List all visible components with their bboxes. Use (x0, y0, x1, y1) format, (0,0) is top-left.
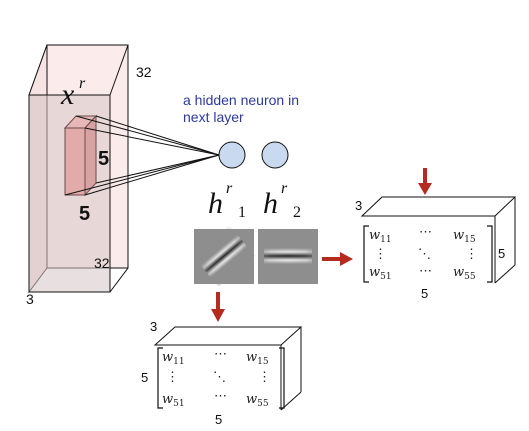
neuron-label-h2: h r 2 (263, 180, 301, 221)
svg-text:w51: w51 (369, 265, 392, 282)
svg-text:⋯: ⋯ (214, 347, 227, 362)
receptive-field-size-label: 5 (98, 148, 109, 170)
tensor2-depth-label: 3 (150, 319, 157, 334)
tensor1-rows-label: 5 (498, 246, 505, 261)
svg-text:⋯: ⋯ (214, 389, 227, 404)
volume-edge (109, 44, 129, 96)
neuron-caption-line1: a hidden neuron in (183, 92, 299, 108)
svg-text:⋮: ⋮ (374, 247, 387, 262)
volume-label-x: x (60, 78, 75, 111)
arrow-down-bottom (211, 292, 225, 322)
tensor1-depth-label: 3 (355, 198, 362, 213)
volume-width-label: 32 (136, 64, 152, 80)
neuron-h2 (261, 141, 289, 169)
volume-height-label: 32 (94, 255, 110, 271)
tensor2-cols-label: 5 (215, 412, 222, 427)
tensor2-rows-label: 5 (141, 370, 148, 385)
svg-text:w15: w15 (453, 228, 476, 245)
svg-text:⋮: ⋮ (465, 247, 478, 262)
filter-image-1 (192, 225, 256, 287)
receptive-field-face (64, 127, 86, 196)
neuron-caption: a hidden neuron in next layer (183, 92, 299, 125)
svg-text:w55: w55 (246, 392, 269, 409)
connection-lines (64, 115, 220, 196)
svg-text:⋮: ⋮ (258, 370, 271, 385)
weight-tensor-2: 3 w11 ⋯ w15 ⋮ ⋱ ⋮ w51 ⋯ w55 5 5 (141, 319, 303, 427)
svg-text:1: 1 (238, 204, 246, 221)
svg-text:w55: w55 (453, 265, 476, 282)
weight-tensor-1: 3 w11 ⋯ w15 ⋮ ⋱ ⋮ w51 ⋯ w55 5 5 (355, 196, 517, 301)
svg-text:2: 2 (293, 204, 301, 221)
svg-text:r: r (281, 180, 288, 197)
svg-text:w15: w15 (246, 350, 269, 367)
svg-text:h: h (263, 187, 278, 220)
svg-text:⋯: ⋯ (419, 264, 432, 279)
neuron-caption-line2: next layer (183, 109, 244, 125)
hidden-neurons: h r 1 h r 2 (208, 141, 301, 221)
svg-text:⋱: ⋱ (418, 247, 431, 262)
svg-text:h: h (208, 187, 223, 220)
svg-text:w51: w51 (162, 392, 185, 409)
svg-text:⋮: ⋮ (166, 370, 179, 385)
tensor1-matrix: w11 ⋯ w15 ⋮ ⋱ ⋮ w51 ⋯ w55 (363, 225, 493, 283)
input-volume: x r 5 5 32 32 3 (26, 44, 220, 307)
svg-text:w11: w11 (162, 350, 185, 367)
volume-depth-label: 3 (26, 291, 34, 307)
tensor2-matrix: w11 ⋯ w15 ⋮ ⋱ ⋮ w51 ⋯ w55 (157, 347, 285, 409)
svg-text:w11: w11 (369, 228, 392, 245)
neuron-h1 (218, 141, 246, 169)
arrow-down-top (418, 168, 432, 195)
receptive-field-size-label-bottom: 5 (79, 203, 90, 225)
svg-text:⋯: ⋯ (419, 225, 432, 240)
svg-text:r: r (226, 180, 233, 197)
volume-edge (109, 267, 129, 293)
arrow-right (322, 252, 353, 266)
volume-label-x-sup: r (79, 75, 86, 92)
neuron-label-h1: h r 1 (208, 180, 246, 221)
filter-image-2 (258, 229, 318, 284)
svg-text:⋱: ⋱ (213, 370, 226, 385)
tensor1-cols-label: 5 (421, 286, 428, 301)
